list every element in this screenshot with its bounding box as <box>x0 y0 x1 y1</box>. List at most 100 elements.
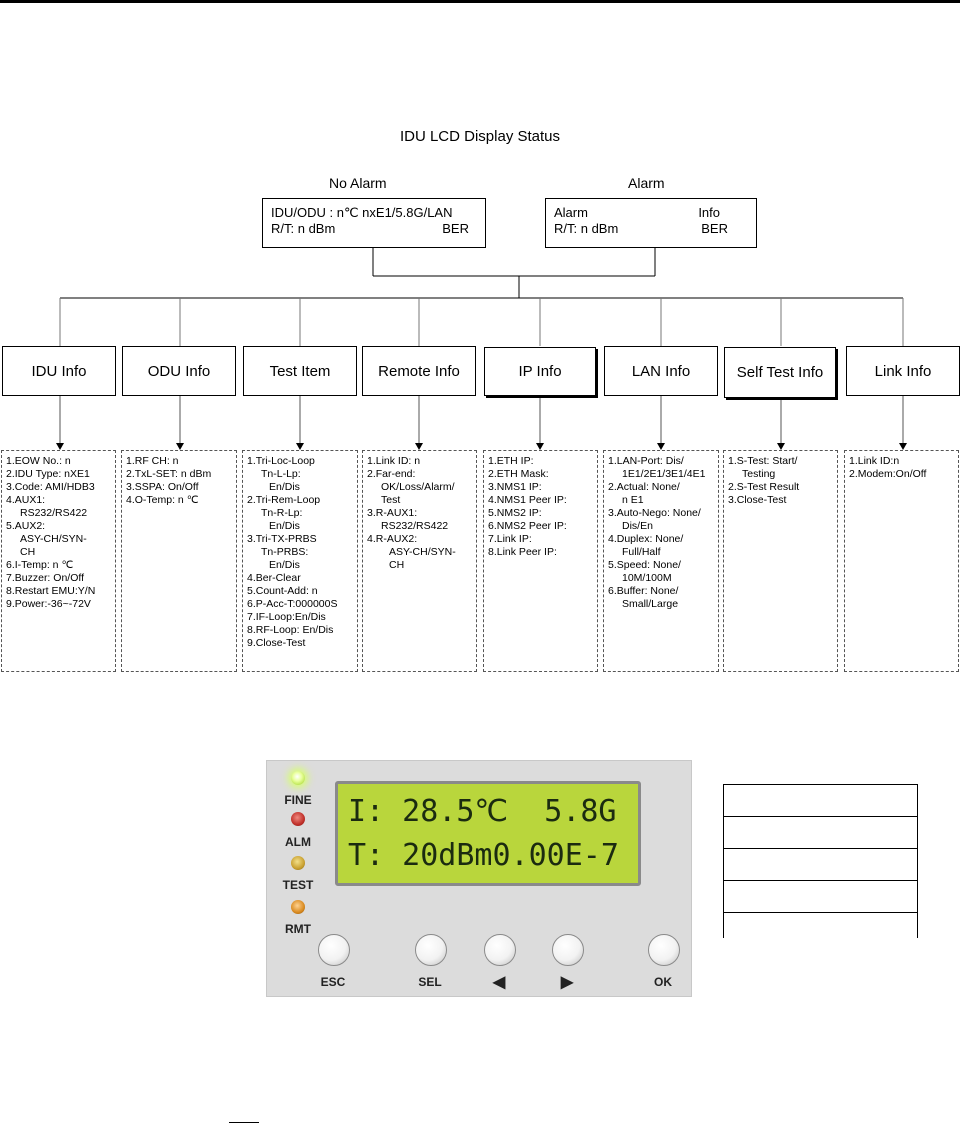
sel-button-label: SEL <box>418 975 442 989</box>
alarm-rt: R/T: n dBm <box>554 221 619 236</box>
odu-info-details: 1.RF CH: n 2.TxL-SET: n dBm 3.SSPA: On/O… <box>121 450 237 672</box>
list-item: 6.P-Acc-T:000000S <box>247 598 338 610</box>
list-item: 4.O-Temp: n ℃ <box>126 494 199 506</box>
key-table <box>723 784 918 938</box>
list-item: ASY-CH/SYN- <box>389 546 456 558</box>
no-alarm-line1: IDU/ODU : n℃ nxE1/5.8G/LAN <box>271 205 453 220</box>
list-item: Test <box>381 494 401 506</box>
list-item: RS232/RS422 <box>20 507 88 519</box>
alarm-line1: Alarm <box>554 205 588 220</box>
category-link-info: Link Info <box>846 346 960 396</box>
link-info-details: 1.Link ID:n 2.Modem:On/Off <box>844 450 959 672</box>
category-self-test-info: Self Test Info <box>724 347 836 398</box>
no-alarm-status-box: IDU/ODU : n℃ nxE1/5.8G/LAN R/T: n dBm BER <box>262 198 486 248</box>
list-item: 3.Tri-TX-PRBS <box>247 533 317 545</box>
alarm-label: Alarm <box>628 175 665 191</box>
led-label-test: TEST <box>282 878 314 892</box>
fine-led-icon <box>291 771 305 785</box>
led-label-alm: ALM <box>285 835 311 849</box>
top-rule <box>0 0 960 3</box>
list-item: 5.Count-Add: n <box>247 585 318 597</box>
list-item: 4.Ber-Clear <box>247 572 301 584</box>
list-item: 1.RF CH: n <box>126 455 179 467</box>
test-item-details: 1.Tri-Loc-Loop Tn-L-Lp: En/Dis 2.Tri-Rem… <box>242 450 358 672</box>
list-item: Testing <box>742 468 776 480</box>
list-item: CH <box>389 559 405 571</box>
category-remote-info: Remote Info <box>362 346 476 396</box>
ok-button-label: OK <box>654 975 672 989</box>
sel-button[interactable] <box>415 934 447 966</box>
list-item: 7.Buzzer: On/Off <box>6 572 85 584</box>
list-item: 1.Link ID: n <box>367 455 421 467</box>
list-item: 7.IF-Loop:En/Dis <box>247 611 326 623</box>
list-item: 5.AUX2: <box>6 520 46 532</box>
category-test-item: Test Item <box>243 346 357 396</box>
list-item: 1.Link ID:n <box>849 455 900 467</box>
table-row <box>723 880 918 912</box>
left-button[interactable] <box>484 934 516 966</box>
device-front-panel: FINE ALM TEST RMT I: 28.5℃ 5.8G T: 20dBm… <box>266 760 692 997</box>
list-item: 5.NMS2 IP: <box>488 507 542 519</box>
alarm-info: Info <box>698 205 720 220</box>
list-item: 3.NMS1 IP: <box>488 481 542 493</box>
list-item: Full/Half <box>622 546 661 558</box>
no-alarm-label: No Alarm <box>329 175 387 191</box>
led-label-rmt: RMT <box>285 922 311 936</box>
list-item: 2.S-Test Result <box>728 481 800 493</box>
self-test-info-details: 1.S-Test: Start/ Testing 2.S-Test Result… <box>723 450 838 672</box>
diagram-title: IDU LCD Display Status <box>399 128 561 145</box>
list-item: 3.Close-Test <box>728 494 787 506</box>
list-item: 6.I-Temp: n ℃ <box>6 559 74 571</box>
list-item: Small/Large <box>622 598 679 610</box>
list-item: 1.LAN-Port: Dis/ <box>608 455 684 467</box>
list-item: 9.Close-Test <box>247 637 306 649</box>
esc-button-label: ESC <box>320 975 346 989</box>
no-alarm-ber: BER <box>442 221 469 236</box>
list-item: 7.Link IP: <box>488 533 532 545</box>
right-button[interactable] <box>552 934 584 966</box>
idu-info-details: 1.EOW No.: n 2.IDU Type: nXE1 3.Code: AM… <box>1 450 116 672</box>
table-row <box>723 912 918 938</box>
list-item: Dis/En <box>622 520 653 532</box>
table-row <box>723 784 918 816</box>
ok-button[interactable] <box>648 934 680 966</box>
list-item: OK/Loss/Alarm/ <box>381 481 455 493</box>
list-item: 2.Far-end: <box>367 468 416 480</box>
table-row <box>723 816 918 848</box>
list-item: 6.NMS2 Peer IP: <box>488 520 567 532</box>
list-item: 6.Buffer: None/ <box>608 585 679 597</box>
remote-info-details: 1.Link ID: n 2.Far-end: OK/Loss/Alarm/ T… <box>362 450 477 672</box>
table-row <box>723 848 918 880</box>
list-item: En/Dis <box>269 559 300 571</box>
list-item: 1E1/2E1/3E1/4E1 <box>622 468 706 480</box>
list-item: Tn-R-Lp: <box>261 507 303 519</box>
list-item: 10M/100M <box>622 572 672 584</box>
list-item: Tn-L-Lp: <box>261 468 301 480</box>
connector-lines <box>56 248 907 450</box>
list-item: 3.SSPA: On/Off <box>126 481 199 493</box>
rmt-led-icon <box>291 900 305 914</box>
category-idu-info: IDU Info <box>2 346 116 396</box>
list-item: 4.R-AUX2: <box>367 533 418 545</box>
category-lan-info: LAN Info <box>604 346 718 396</box>
category-ip-info: IP Info <box>484 347 596 396</box>
list-item: 3.R-AUX1: <box>367 507 418 519</box>
list-item: 1.EOW No.: n <box>6 455 71 467</box>
list-item: 1.S-Test: Start/ <box>728 455 798 467</box>
list-item: 3.Code: AMI/HDB3 <box>6 481 95 493</box>
list-item: 5.Speed: None/ <box>608 559 681 571</box>
list-item: 4.Duplex: None/ <box>608 533 684 545</box>
list-item: 4.AUX1: <box>6 494 46 506</box>
list-item: 8.Restart EMU:Y/N <box>6 585 96 597</box>
ip-info-details: 1.ETH IP: 2.ETH Mask: 3.NMS1 IP: 4.NMS1 … <box>483 450 598 672</box>
list-item: 1.Tri-Loc-Loop <box>247 455 315 467</box>
list-item: 2.Actual: None/ <box>608 481 680 493</box>
list-item: 2.Modem:On/Off <box>849 468 927 480</box>
list-item: En/Dis <box>269 481 300 493</box>
test-led-icon <box>291 856 305 870</box>
no-alarm-rt: R/T: n dBm <box>271 221 336 236</box>
esc-button[interactable] <box>318 934 350 966</box>
list-item: RS232/RS422 <box>381 520 449 532</box>
list-item: CH <box>20 546 36 558</box>
